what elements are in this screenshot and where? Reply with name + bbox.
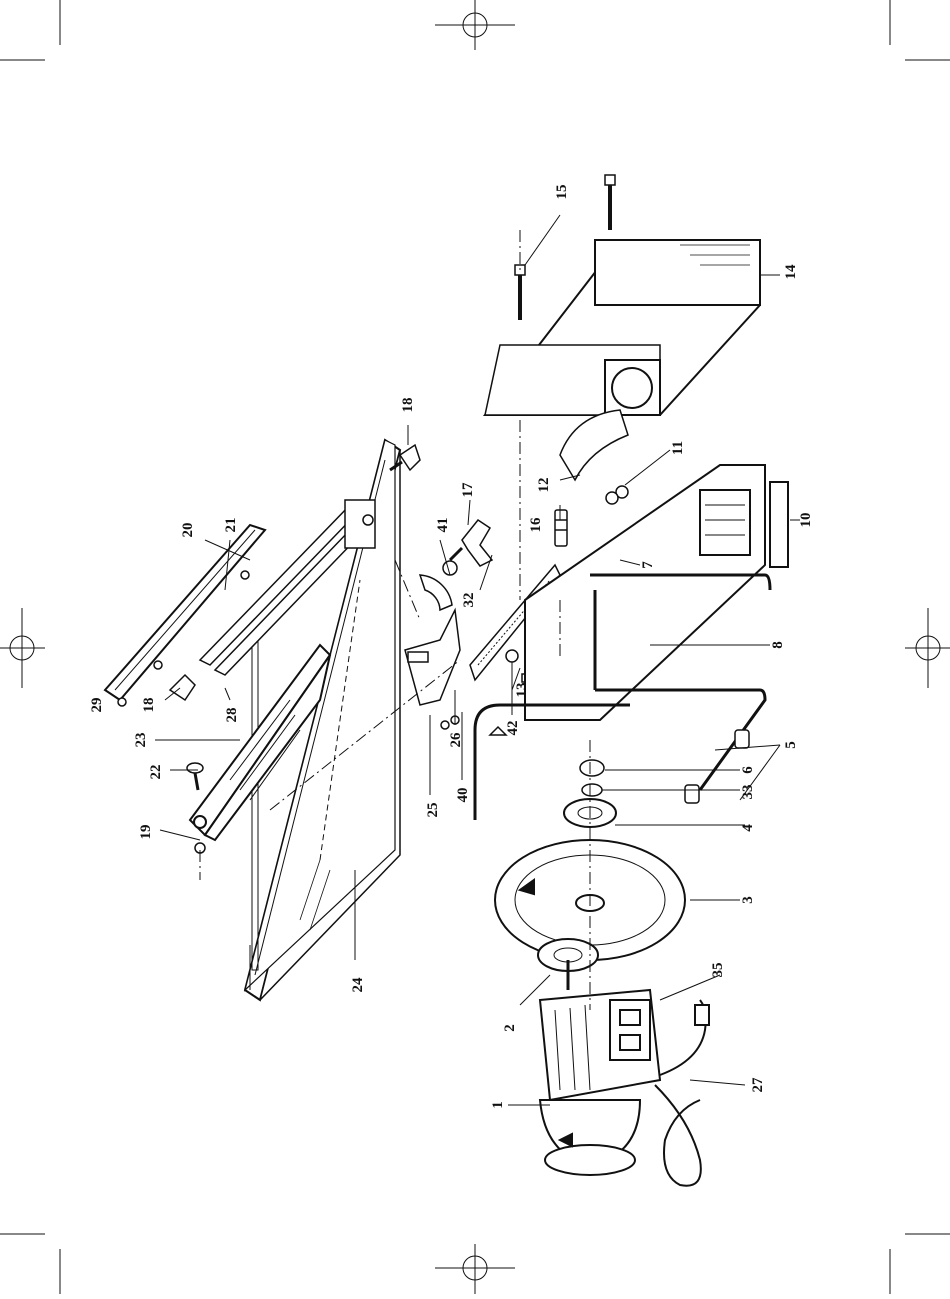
callout-16: 16 (528, 517, 544, 533)
nut-part-6 (580, 760, 604, 776)
registration-mark-right (905, 608, 950, 688)
callout-41: 41 (435, 518, 451, 533)
knob-part-18-left (170, 675, 195, 700)
miter-scale-part-41 (420, 561, 457, 610)
callout-28: 28 (224, 708, 240, 723)
registration-mark-bottom (435, 1244, 515, 1294)
callout-2: 2 (502, 1024, 518, 1032)
knob-part-17 (450, 520, 492, 566)
callout-20: 20 (180, 523, 196, 538)
callout-13: 13 (514, 683, 530, 698)
callout-17: 17 (460, 482, 476, 498)
callout-33: 33 (740, 785, 756, 800)
callout-4: 4 (740, 824, 756, 832)
dust-housing-part-14 (485, 240, 760, 415)
callout-25: 25 (425, 803, 441, 818)
riving-knife-part-25 (405, 610, 460, 705)
callout-6: 6 (740, 766, 756, 774)
callout-8: 8 (770, 641, 786, 649)
callout-19: 19 (138, 825, 154, 840)
callout-24: 24 (350, 977, 366, 993)
callout-3: 3 (740, 896, 756, 904)
callout-5: 5 (783, 741, 799, 749)
flange-part-2 (538, 939, 598, 990)
callout-35: 35 (710, 963, 726, 978)
callout-12: 12 (536, 478, 552, 493)
rubber-pad-part-10 (770, 482, 788, 567)
callout-29: 29 (89, 698, 105, 713)
registration-mark-top (435, 0, 515, 50)
saw-base-part-8 (525, 465, 765, 720)
callout-1: 1 (490, 1101, 506, 1109)
callout-40: 40 (455, 788, 471, 803)
callout-42: 42 (505, 721, 521, 736)
callout-22: 22 (148, 765, 164, 780)
callout-27: 27 (750, 1077, 766, 1093)
callout-32: 32 (461, 593, 477, 608)
callout-26: 26 (448, 732, 464, 748)
callout-21: 21 (223, 518, 239, 533)
callout-10: 10 (798, 513, 814, 528)
knob-part-22 (187, 763, 203, 790)
rip-fence-part-20 (105, 525, 265, 700)
callout-15: 15 (554, 185, 570, 200)
switch-part-35 (610, 1000, 650, 1060)
callout-18-left: 18 (141, 698, 157, 713)
callout-14: 14 (783, 264, 799, 280)
callout-7: 7 (640, 561, 656, 569)
bolt-part-16 (555, 510, 567, 546)
dust-chute-part-12 (560, 410, 628, 480)
callout-23: 23 (133, 733, 149, 748)
callout-18-top: 18 (400, 398, 416, 413)
callout-11: 11 (670, 441, 686, 455)
registration-mark-left (0, 608, 45, 688)
washer-part-33 (582, 784, 602, 796)
power-cord-part-27 (655, 1000, 709, 1186)
